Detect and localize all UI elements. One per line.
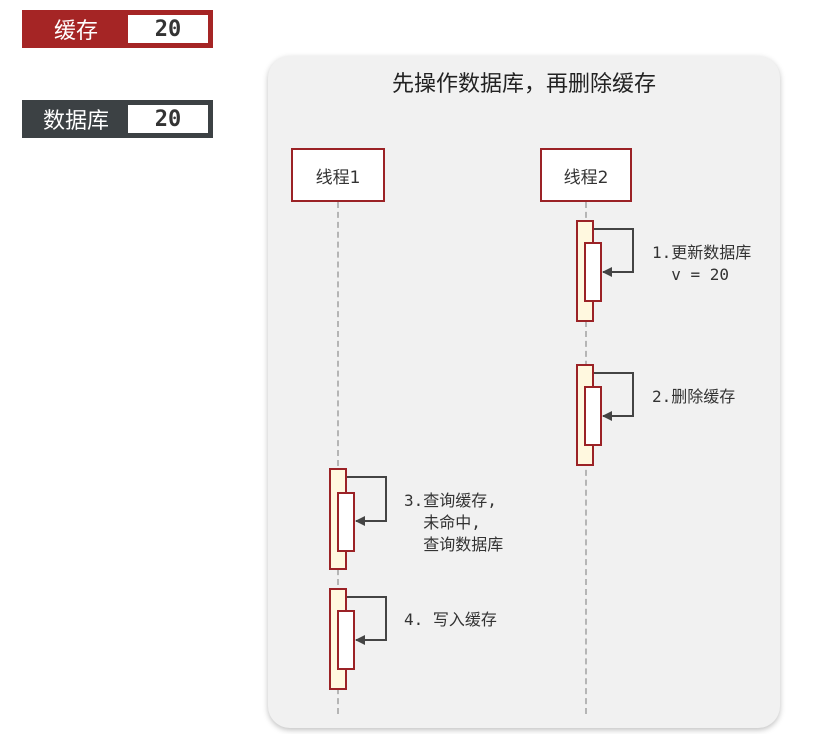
step-2-line1: 2.删除缓存 [652,387,736,406]
step-3-label: 3.查询缓存, 未命中, 查询数据库 [404,490,503,556]
thread2-self-call-1 [584,242,602,302]
cache-value: 20 [128,15,208,43]
step-4-label: 4. 写入缓存 [404,609,497,631]
step-3-line3: 查询数据库 [404,535,504,554]
actor-thread2: 线程2 [540,148,632,202]
thread1-self-call-2 [337,610,355,670]
actor-thread1: 线程1 [291,148,385,202]
step-1-line1: 1.更新数据库 [652,243,752,262]
step-4-line1: 4. 写入缓存 [404,610,497,629]
diagram-title: 先操作数据库，再删除缓存 [391,72,656,97]
database-label: 数据库 [24,102,128,136]
step-3-line1: 3.查询缓存, [404,491,497,510]
database-value: 20 [128,105,208,133]
thread2-self-call-2 [584,386,602,446]
thread1-lifeline [337,202,339,714]
step-1-label: 1.更新数据库 v = 20 [652,242,751,286]
database-value-box: 数据库 20 [22,100,213,138]
cache-value-box: 缓存 20 [22,10,213,48]
step-2-label: 2.删除缓存 [652,386,735,408]
cache-label: 缓存 [24,12,128,46]
thread1-self-call-1 [337,492,355,552]
step-1-line2: v = 20 [652,265,730,284]
step-3-line2: 未命中, [404,513,481,532]
